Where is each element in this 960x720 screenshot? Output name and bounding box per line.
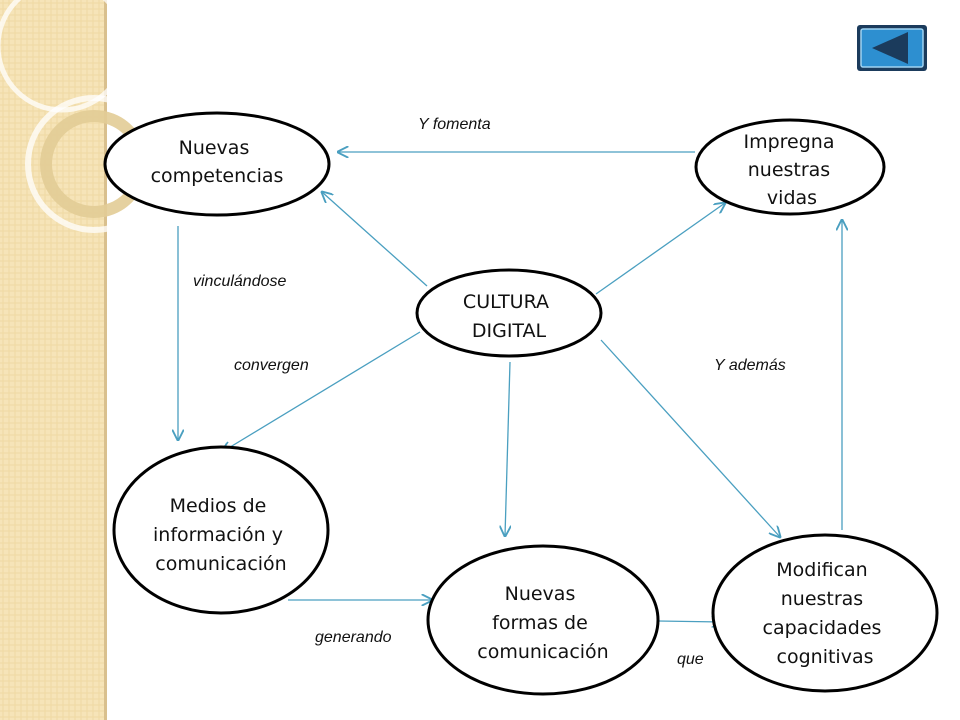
- edge-cultura-to-competencias: [322, 192, 428, 287]
- edge-cultura-to-modifican: [600, 339, 780, 537]
- decorative-sidebar: [0, 0, 163, 720]
- label-que: que: [677, 651, 704, 668]
- svg-text:Modifican nuestras: Modifican nuestras capacidades cognitiva…: [763, 559, 888, 668]
- node-line: Medios de: [170, 495, 267, 517]
- label-y-ademas: Y además: [714, 357, 786, 374]
- node-line: CULTURA: [463, 291, 549, 313]
- node-line: cognitivas: [777, 646, 874, 668]
- node-nuevas-formas: Nuevas formas de comunicación: [426, 544, 660, 696]
- label-y-fomenta: Y fomenta: [418, 116, 491, 133]
- node-line: Nuevas: [505, 583, 576, 605]
- node-line: nuestras: [748, 159, 830, 181]
- node-medios: Medios de información y comunicación: [112, 445, 330, 615]
- svg-text:Nuevas competencias: Nuevas competencias: [151, 137, 284, 187]
- node-line: Impregna: [743, 131, 834, 153]
- svg-text:Medios de información y: Medios de información y comunicación: [153, 495, 289, 575]
- edge-formas-to-modifican: [657, 621, 722, 622]
- node-line: DIGITAL: [472, 320, 547, 342]
- node-line: capacidades: [763, 617, 882, 639]
- node-line: comunicación: [155, 553, 286, 575]
- node-line: nuestras: [781, 588, 863, 610]
- svg-text:Nuevas formas de c: Nuevas formas de comunicación: [477, 583, 608, 663]
- label-vinculandose: vinculándose: [193, 273, 287, 290]
- node-line: Nuevas: [179, 137, 250, 159]
- edge-cultura-to-formas: [505, 361, 510, 536]
- svg-text:CULTURA DIGITAL: CULTURA DIGITAL: [463, 291, 555, 342]
- node-line: vidas: [767, 187, 817, 209]
- node-cultura-digital: CULTURA DIGITAL: [415, 268, 603, 358]
- node-line: formas de: [492, 612, 588, 634]
- node-line: información y: [153, 524, 283, 546]
- node-modifican: Modifican nuestras capacidades cognitiva…: [711, 533, 939, 693]
- node-impregna: Impregna nuestras vidas: [694, 118, 886, 216]
- edge-cultura-to-impregna: [595, 203, 725, 295]
- node-line: Modifican: [776, 559, 867, 581]
- svg-text:Impregna nuestras: Impregna nuestras vidas: [743, 131, 840, 209]
- edge-cultura-to-medios: [222, 331, 421, 452]
- node-nuevas-competencias: Nuevas competencias: [103, 111, 331, 217]
- back-arrow-icon: [857, 25, 927, 71]
- edge-labels: Y fomenta vinculándose convergen Y ademá…: [193, 116, 786, 668]
- back-button[interactable]: [856, 24, 928, 72]
- node-line: competencias: [151, 165, 284, 187]
- label-generando: generando: [315, 629, 392, 646]
- edges: [178, 152, 842, 622]
- node-line: comunicación: [477, 641, 608, 663]
- label-convergen: convergen: [234, 357, 309, 374]
